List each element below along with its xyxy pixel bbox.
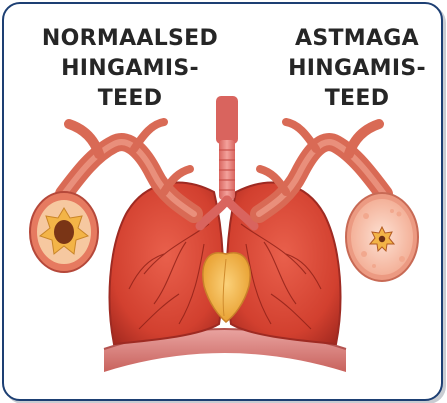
- diagram-card: NORMAALSED HINGAMIS- TEED ASTMAGA HINGAM…: [2, 2, 443, 401]
- normal-airway-cross-section: [30, 192, 98, 272]
- lungs-illustration: [4, 4, 441, 399]
- asthma-airway-cross-section: [346, 193, 418, 281]
